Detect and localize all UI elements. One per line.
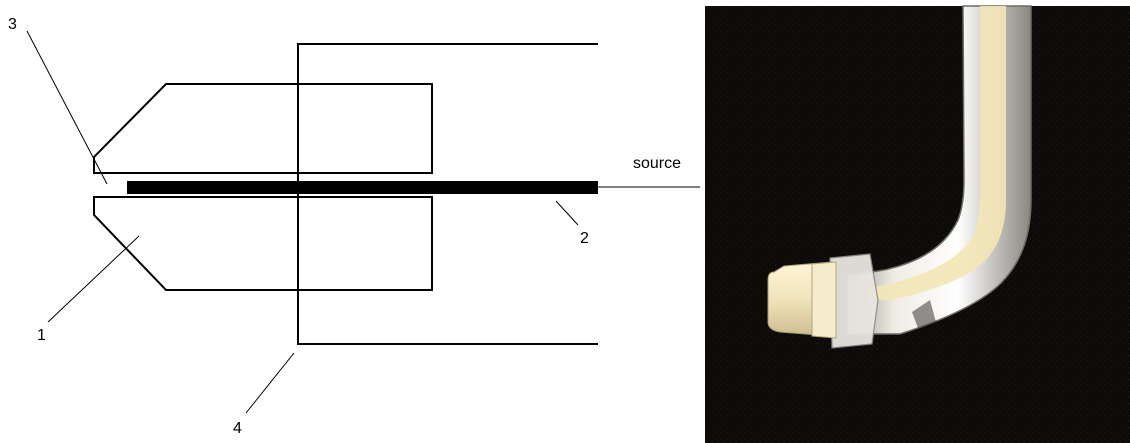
leader-line-1 <box>47 235 140 323</box>
photo-collar <box>829 253 879 349</box>
source-bar <box>127 181 598 194</box>
leader-line-3 <box>26 30 108 185</box>
label-part-2: 2 <box>580 230 589 247</box>
label-part-3: 3 <box>8 16 17 33</box>
label-part-4: 4 <box>233 420 242 437</box>
applicator-photo <box>705 5 1130 443</box>
leader-lines <box>26 30 700 414</box>
photo-background <box>705 6 1130 443</box>
applicator-body-lower <box>93 196 433 291</box>
photo-collar-mark <box>912 300 936 328</box>
photo-tube-core <box>870 6 1006 300</box>
label-part-1: 1 <box>37 327 46 344</box>
label-source: source <box>633 155 681 172</box>
leader-line-4 <box>245 352 295 414</box>
applicator-body-upper <box>93 83 433 174</box>
photo-cap-rim <box>811 261 837 339</box>
leader-line-2 <box>555 200 579 226</box>
